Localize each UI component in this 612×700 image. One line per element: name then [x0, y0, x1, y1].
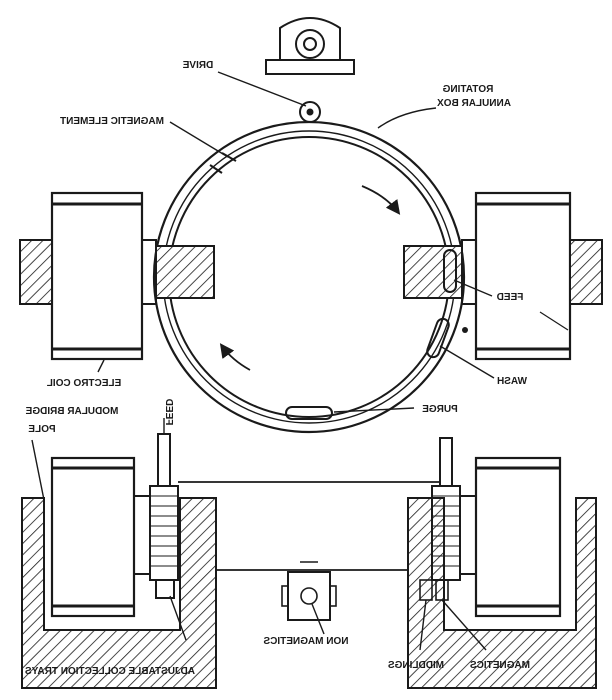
feed-port-top — [443, 249, 457, 293]
rotation-arrow-top-icon — [361, 185, 401, 215]
label-purge: PURGE — [422, 404, 458, 415]
right-electro-coil-side — [474, 456, 562, 618]
magnetics-leader — [441, 599, 487, 651]
magnetic-element-leader — [169, 121, 229, 158]
bridge-pole-leader — [31, 439, 45, 501]
left-bridge-pole-top — [141, 239, 215, 305]
wash-dot-icon — [462, 327, 468, 333]
right-bridge-pole-top — [403, 239, 477, 305]
label-feed-right: FEED — [497, 292, 524, 303]
right-magnet-housing — [407, 497, 597, 689]
middlings-leader — [419, 599, 427, 651]
label-feed-left: FEED — [163, 399, 174, 426]
non-magnetics-collector — [281, 561, 337, 621]
annular-box-leader — [377, 107, 437, 129]
coil-pointer-right — [539, 311, 569, 331]
right-bridge-pole-side — [431, 437, 477, 581]
left-magnet-housing — [21, 497, 217, 689]
label-annular-box: ANNULAR BOX — [437, 98, 511, 109]
trays-leader — [169, 595, 187, 641]
label-wash: WASH — [497, 376, 527, 387]
label-adjustable-collection-trays: ADJUSTABLE COLLECTION TRAYS — [25, 666, 195, 677]
label-electro-coil: ELECTRO COIL — [47, 378, 121, 389]
purge-leader — [333, 407, 415, 413]
rotation-arrow-bottom-icon — [219, 343, 251, 371]
left-electro-coil-side — [50, 456, 136, 618]
left-bridge-pole-side — [133, 485, 179, 581]
label-middlings: MIDDLINGS — [388, 660, 444, 671]
electro-coil-leader — [97, 359, 105, 373]
left-electro-coil-top — [19, 191, 144, 361]
non-magnetics-leader — [311, 603, 325, 635]
label-modular-bridge: MODULAR BRIDGE — [25, 406, 118, 417]
purge-port — [285, 406, 333, 420]
drive-motor — [265, 17, 355, 75]
wash-port — [426, 317, 450, 359]
right-electro-coil-top — [474, 191, 603, 361]
label-pole: POLE — [28, 424, 56, 435]
label-non-magnetics: NON MAGNETICS — [263, 636, 348, 647]
label-drive: DRIVE — [182, 60, 213, 71]
feed-right-leader — [453, 279, 493, 297]
drive-leader — [217, 71, 307, 107]
label-rotating: ROTATING — [442, 84, 493, 95]
magnetic-element-segment — [209, 152, 237, 174]
label-magnetic-element: MAGNETIC ELEMENT — [60, 116, 164, 127]
wash-leader — [439, 345, 495, 379]
label-magnetics: MAGNETICS — [470, 660, 530, 671]
